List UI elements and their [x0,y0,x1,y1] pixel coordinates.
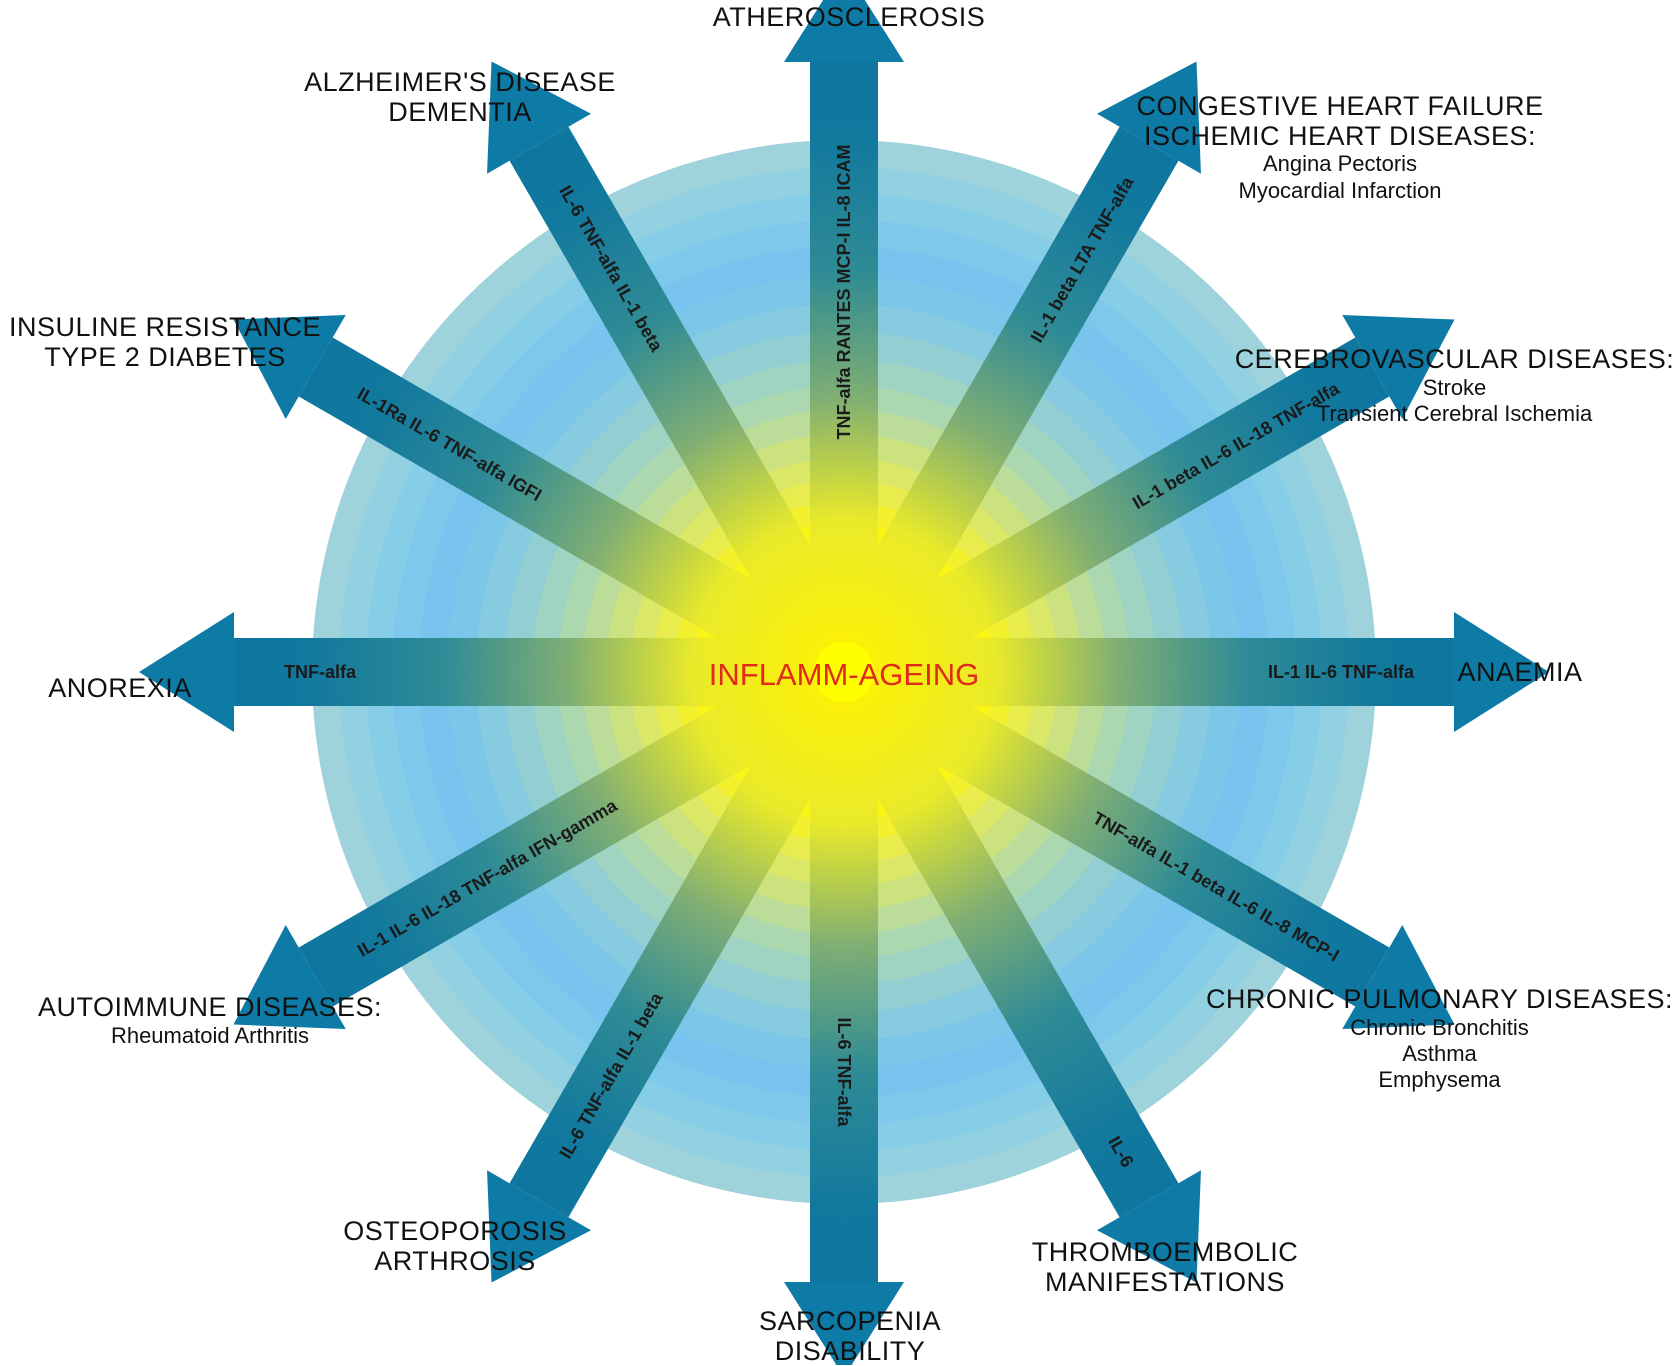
mediators-anaemia: IL-1 IL-6 TNF-alfa [1268,662,1415,682]
label-title: ALZHEIMER'S DISEASE [304,67,616,97]
arrow-shaft [509,680,859,1218]
label-title: ANAEMIA [1457,657,1583,687]
center-label: INFLAMM-AGEING [709,657,979,692]
label-sub: Transient Cerebral Ischemia [1316,401,1593,427]
label-title: ATHEROSCLEROSIS [712,2,986,32]
label-title: ARTHROSIS [374,1245,536,1276]
mediators-sarcopenia: IL-6 TNF-alfa [834,1017,854,1127]
arrowhead [1097,61,1201,174]
label-title: AUTOIMMUNE DISEASES: [37,992,383,1022]
label-title: DISABILITY [774,1335,926,1366]
arrow-shaft [829,126,1179,664]
arrowhead [1454,612,1549,732]
arrow-anaemia [874,612,1549,732]
label-alzheimer: ALZHEIMER'S DISEASE DEMENTIA [290,67,630,127]
label-title: ISCHEMIC HEART DISEASES: [1143,120,1537,151]
arrowhead [1097,1170,1201,1283]
label-sub: Chronic Bronchitis [1350,1014,1529,1040]
label-title: INSULINE RESISTANCE [8,312,322,342]
label-anaemia: ANAEMIA [1430,657,1610,688]
arrow-alzheimer [487,61,859,664]
arrow-thromboembolic [829,680,1201,1283]
label-title: SARCOPENIA [758,1306,942,1336]
mediators-anorexia: TNF-alfa [284,662,357,682]
label-title: ANOREXIA [48,673,192,703]
arrowhead [784,0,904,62]
arrow-osteoporosis [487,680,859,1283]
label-sub: Stroke [1422,374,1487,400]
label-osteoporosis: OSTEOPOROSIS ARTHROSIS [300,1216,610,1276]
arrow-shaft [829,680,1179,1218]
arrow-sarcopenia [784,702,904,1365]
arrow-shaft [298,657,836,1007]
label-sub: Emphysema [1378,1067,1501,1093]
arrowhead [1342,925,1455,1029]
arrow-insulin [233,315,836,687]
label-cerebrovascular: CEREBROVASCULAR DISEASES: Stroke Transie… [1230,344,1679,427]
arrow-shaft [852,657,1390,1007]
label-title: THROMBOEMBOLIC [1031,1237,1299,1267]
background-disc [312,140,1376,1204]
label-sub: Rheumatoid Arthritis [110,1022,310,1048]
arrow-atherosclerosis [784,0,904,642]
arrow-heart [829,61,1201,664]
arrowhead [233,315,346,419]
label-title: OSTEOPOROSIS [343,1216,567,1246]
arrowhead [139,612,234,732]
arrowhead [487,1170,591,1283]
label-title: CEREBROVASCULAR DISEASES: [1234,344,1675,374]
arrow-shaft [298,337,836,687]
label-heart: CONGESTIVE HEART FAILURE ISCHEMIC HEART … [1110,91,1570,204]
arrows-group [139,0,1549,1365]
arrow-shaft [810,62,878,642]
arrow-autoimmune [233,657,836,1029]
label-title: TYPE 2 DIABETES [44,341,286,372]
label-pulmonary: CHRONIC PULMONARY DISEASES: Chronic Bron… [1200,984,1679,1094]
label-sarcopenia: SARCOPENIA DISABILITY [720,1306,980,1366]
arrow-cerebrovascular [852,315,1455,687]
arrowhead [487,61,591,174]
arrow-shaft [234,638,814,706]
arrow-shaft [509,126,859,664]
label-autoimmune: AUTOIMMUNE DISEASES: Rheumatoid Arthriti… [20,992,400,1049]
label-title: CONGESTIVE HEART FAILURE [1136,91,1544,121]
label-anorexia: ANOREXIA [30,673,210,704]
label-sub: Angina Pectoris [1262,151,1418,177]
arrow-anorexia [139,612,814,732]
label-atherosclerosis: ATHEROSCLEROSIS [694,2,1004,33]
label-title: DEMENTIA [388,96,532,127]
arrow-shaft [810,702,878,1282]
label-thromboembolic: THROMBOEMBOLIC MANIFESTATIONS [1005,1237,1325,1297]
label-title: MANIFESTATIONS [1044,1266,1285,1297]
arrowhead [233,925,346,1029]
label-sub: Myocardial Infarction [1238,177,1442,203]
label-title: CHRONIC PULMONARY DISEASES: [1205,984,1674,1014]
mediators-atherosclerosis: TNF-alfa RANTES MCP-I IL-8 ICAM [834,145,854,440]
label-sub: Asthma [1402,1041,1477,1067]
arrow-shaft [874,638,1454,706]
arrow-shaft [852,337,1390,687]
arrow-pulmonary [852,657,1455,1029]
label-insulin: INSULINE RESISTANCE TYPE 2 DIABETES [0,312,330,372]
arrowhead [1342,315,1455,419]
arrowhead [784,1282,904,1365]
